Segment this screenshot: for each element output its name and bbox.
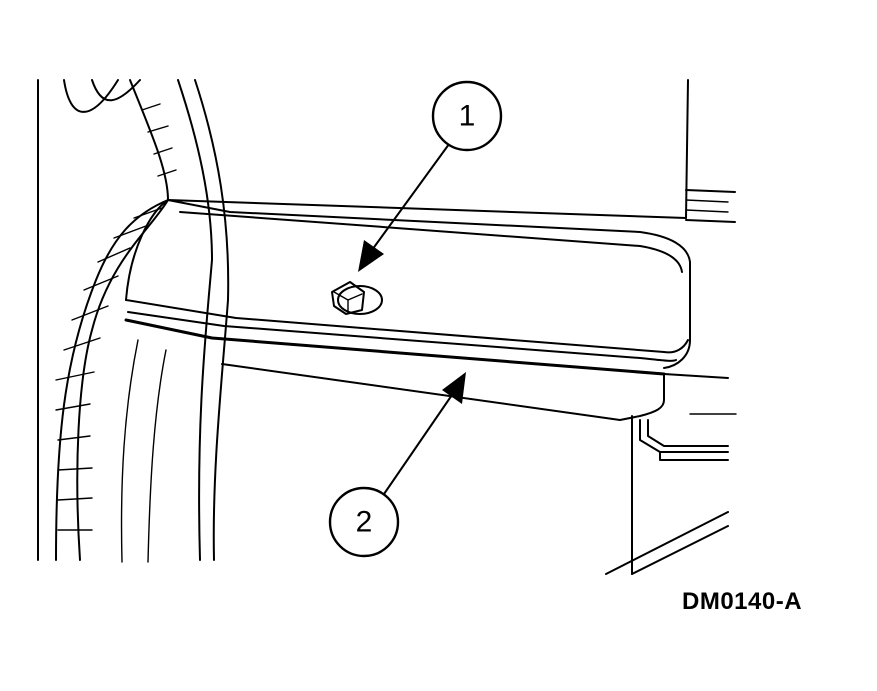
callout-1-label: 1 bbox=[459, 100, 476, 133]
figure-id: DM0140-A bbox=[682, 588, 803, 615]
upper-housing bbox=[167, 79, 736, 223]
callout-leader-2 bbox=[383, 372, 466, 495]
mounting-strap bbox=[124, 199, 729, 421]
callout-2-label: 2 bbox=[356, 506, 373, 539]
callout-2: 2 bbox=[328, 486, 400, 558]
lower-tray bbox=[605, 413, 737, 575]
hose-assembly bbox=[37, 79, 230, 563]
callout-leader-1 bbox=[358, 139, 453, 272]
strap-bolt bbox=[331, 281, 383, 315]
callout-1: 1 bbox=[431, 80, 503, 152]
